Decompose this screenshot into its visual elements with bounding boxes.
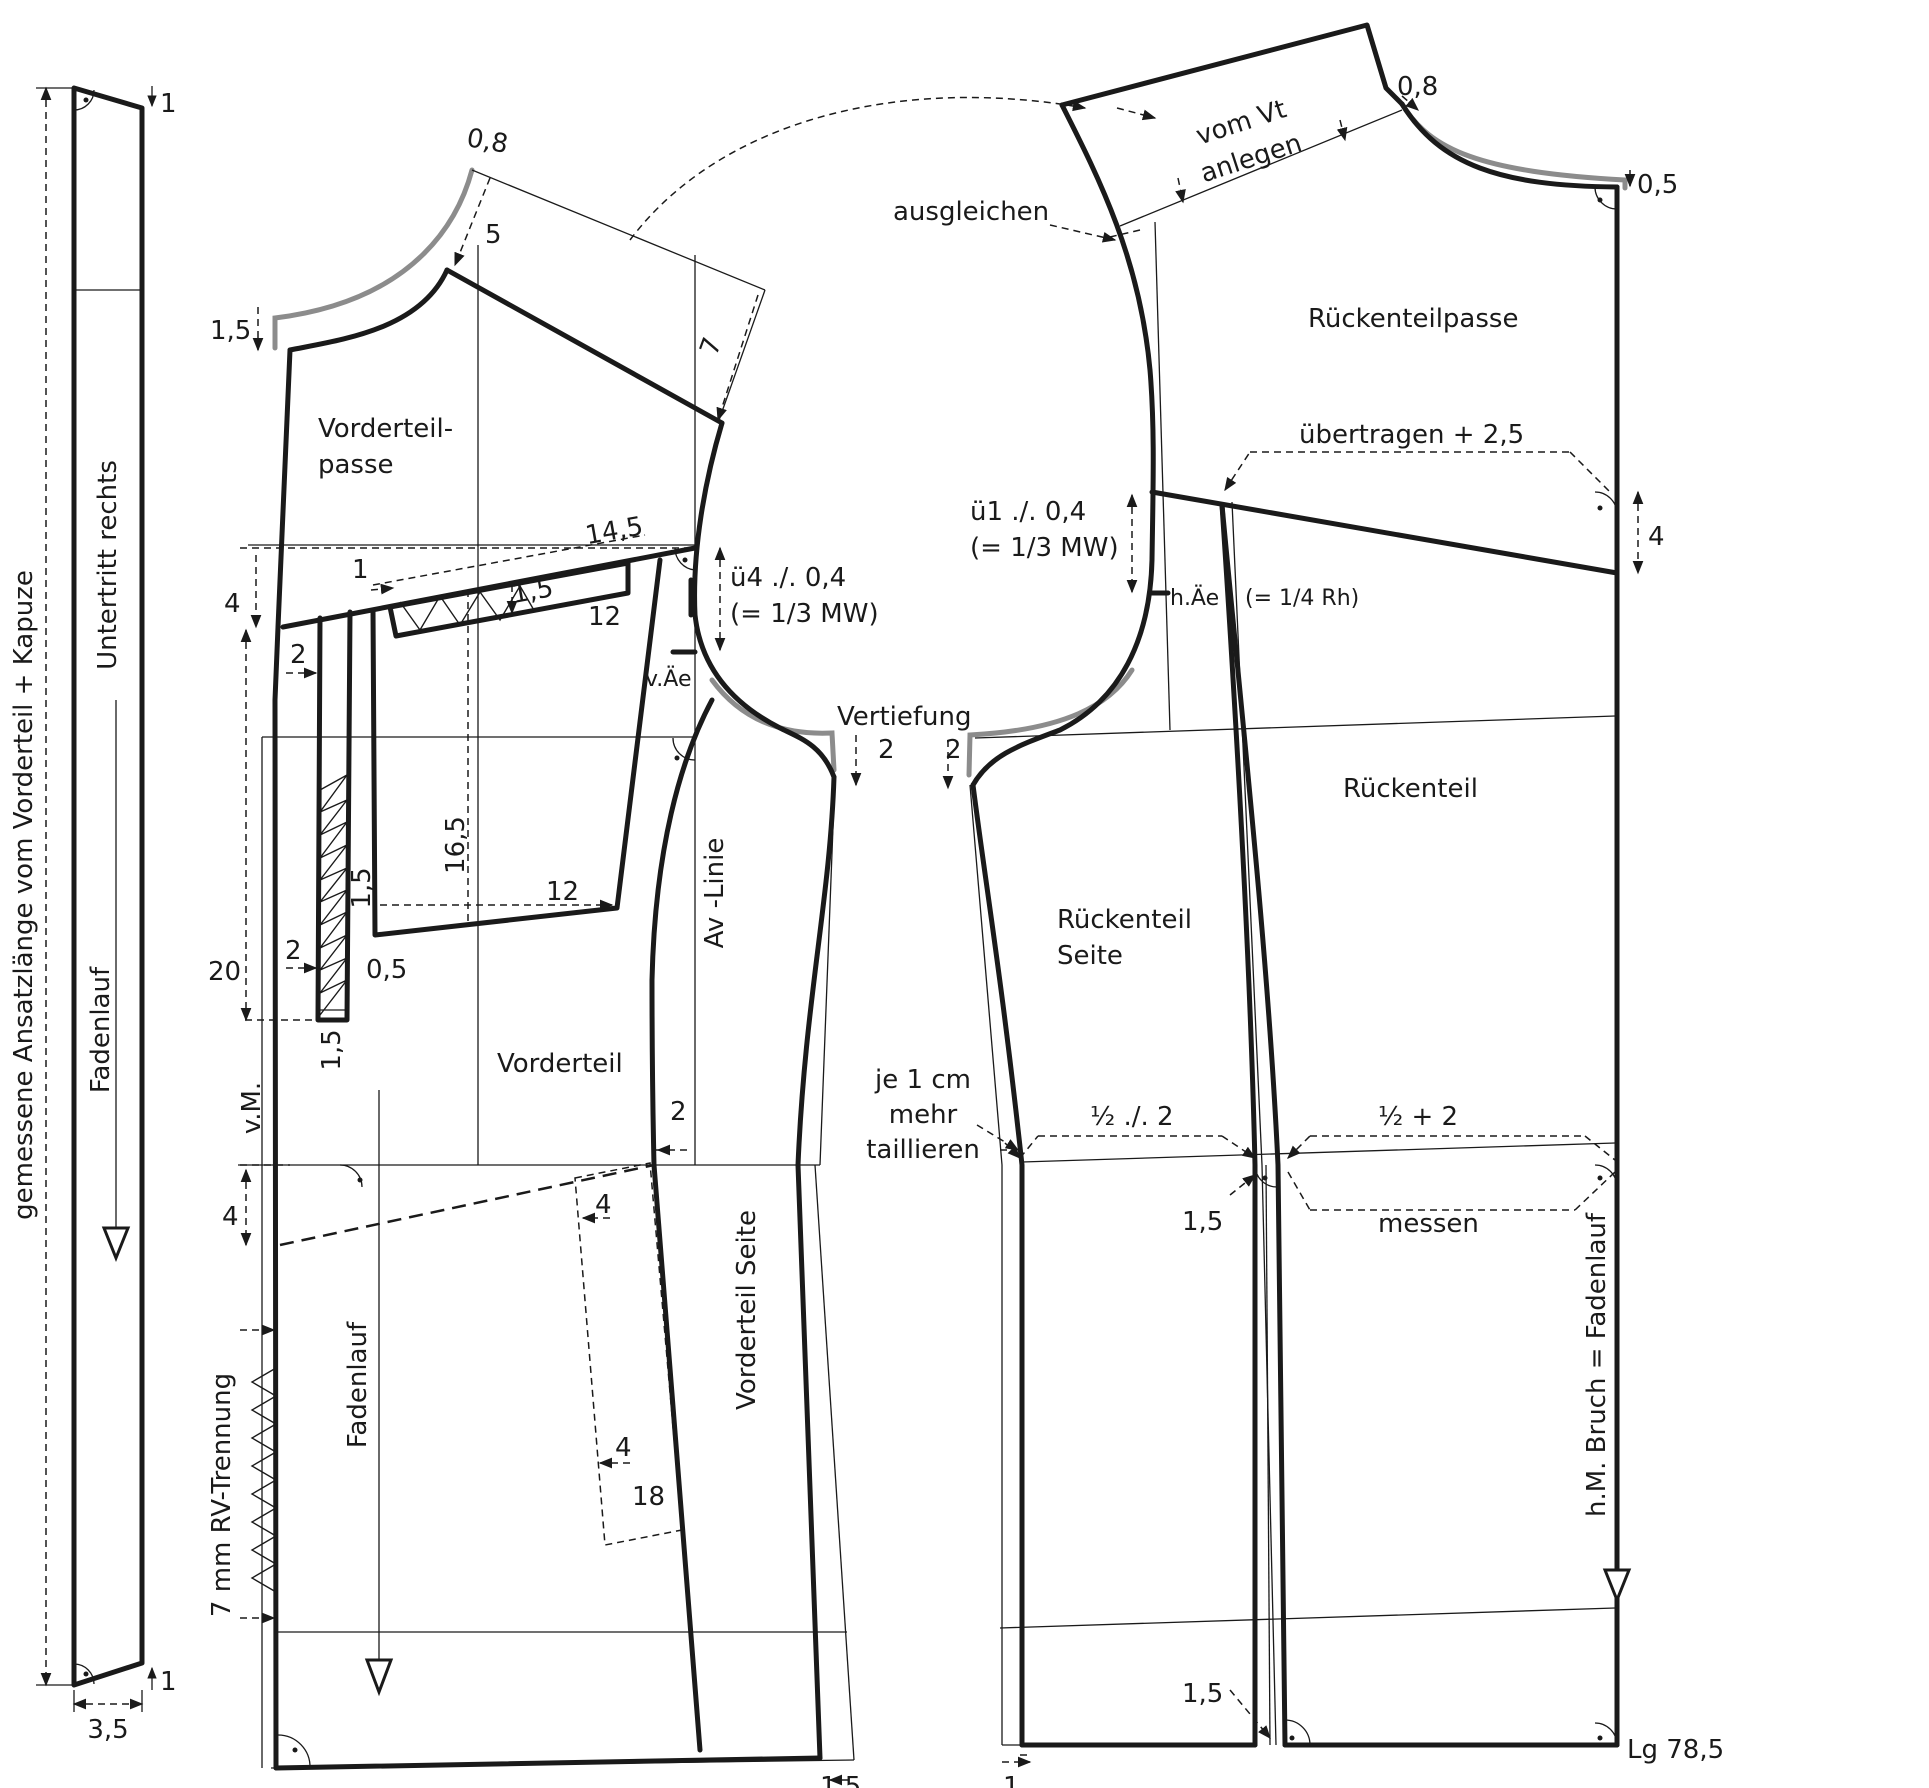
back-shoulder-dim: 0,8 [1397, 72, 1438, 102]
front-pocket-bag [370, 557, 663, 938]
rueckenteil-seite-label-2: Seite [1057, 941, 1123, 971]
pocket-welt-length-dim: 12 [588, 602, 621, 632]
back-side-seam [970, 782, 1025, 1748]
front-armhole-note-2: (= 1/3 MW) [730, 599, 879, 629]
pocket-welt-dim: 1,5 [510, 573, 556, 610]
front-pocket-length-dim: 18 [632, 1482, 665, 1512]
front-side-seam [795, 774, 837, 1761]
front-yoke-shoulder [444, 267, 725, 426]
back-hem-dim: 1 [1003, 1772, 1020, 1788]
waist-note-line2: mehr [889, 1100, 958, 1130]
back-dart-dim: 1,5 [1182, 1207, 1223, 1237]
front-neck-dim: 5 [485, 220, 502, 250]
waist-note-line3: taillieren [866, 1135, 980, 1165]
placket-top-dim: 2 [290, 640, 307, 670]
back-panel-seam-right [1219, 502, 1288, 1748]
untertritt-width-dim: 3,5 [87, 1715, 128, 1745]
front-armhole [692, 420, 837, 780]
back-armhole-ref: (= 1/4 Rh) [1245, 586, 1359, 611]
back-neck-dim: 0,5 [1637, 170, 1678, 200]
front-piece [238, 167, 1032, 1786]
front-center-label: v.M. [237, 1082, 267, 1134]
vorderteilpasse-label-2: passe [318, 450, 394, 480]
vorderteil-label: Vorderteil [497, 1049, 623, 1079]
rueckenteil-label: Rückenteil [1343, 774, 1478, 804]
back-armhole-note-2: (= 1/3 MW) [970, 533, 1119, 563]
rueckenteil-seite-label-1: Rückenteil [1057, 905, 1192, 935]
back-panel-seam-left [1219, 502, 1258, 1748]
front-grain-label: Fadenlauf [343, 1321, 373, 1448]
vertiefung-label: Vertiefung [837, 702, 971, 732]
front-pocket-top-dim: 4 [595, 1190, 612, 1220]
half-minus-2-label: ½ ./. 2 [1090, 1102, 1174, 1132]
zipper-label: 7 mm RV-Trennung [207, 1373, 237, 1617]
pocket-side-dim: 1,5 [347, 867, 377, 908]
front-shoulder-ext-dim: 7 [695, 334, 729, 360]
back-yoke-seam [1149, 489, 1620, 576]
back-fold-label: h.M. Bruch = Fadenlauf [1582, 1212, 1612, 1517]
front-original-neckline [272, 167, 475, 351]
back-piece [942, 22, 1644, 1748]
back-original-armhole [966, 667, 1135, 778]
yoke-depth-dim: 4 [224, 589, 241, 619]
front-shoulder-dim: 0,8 [464, 123, 510, 160]
front-armhole-mark: v.Äe [645, 666, 692, 692]
messen-label: messen [1378, 1209, 1479, 1239]
pocket-offset-dim: 1 [352, 555, 369, 585]
back-armhole [970, 102, 1156, 788]
untertritt-grain-label: Fadenlauf [86, 966, 116, 1093]
front-hip-line [279, 1163, 655, 1247]
front-grain-arrow-icon [364, 1658, 394, 1697]
untertritt-outline [71, 85, 145, 1688]
waist-note-line1: je 1 cm [874, 1065, 971, 1095]
front-panel-seam [649, 697, 715, 1753]
placket-bottom-dim: 2 [285, 936, 302, 966]
untertritt-top-dim: 1 [160, 89, 177, 119]
front-center-edge [272, 347, 293, 1771]
front-armhole-note-1: ü4 ./. 0,4 [730, 563, 846, 593]
yoke-transfer-arc [629, 96, 1087, 241]
front-side-pocket [574, 1162, 683, 1546]
front-neckline [287, 267, 450, 353]
front-pocket-welt [387, 560, 631, 639]
back-grain-arrow-icon [1602, 1568, 1632, 1605]
vorderteilpasse-label-1: Vorderteil- [318, 414, 453, 444]
untertritt-piece: Untertritt rechts Fadenlauf gemessene An… [9, 85, 177, 1745]
front-waist-dim: 2 [670, 1097, 687, 1127]
back-hem-dart-dim: 1,5 [1182, 1679, 1223, 1709]
grain-arrow-icon [101, 1226, 131, 1263]
untertritt-label: Untertritt rechts [93, 460, 123, 670]
back-armhole-note-1: ü1 ./. 0,4 [970, 497, 1086, 527]
back-neckline [1399, 101, 1620, 190]
front-placket [315, 609, 353, 1023]
rueckenteilpasse-label: Rückenteilpasse [1308, 304, 1518, 334]
vertiefung-value: 2 [878, 735, 895, 765]
av-line-label: Av -Linie [700, 838, 730, 949]
pocket-depth-dim: 16,5 [441, 816, 471, 874]
uebertragen-label: übertragen + 2,5 [1299, 420, 1524, 450]
front-hem [273, 1755, 823, 1771]
front-hem-dim: 1,5 [820, 1772, 861, 1788]
front-hip-dim: 4 [222, 1202, 239, 1232]
pocket-bottom-dim: 12 [546, 877, 579, 907]
pocket-offset-bottom-dim: 0,5 [366, 955, 407, 985]
back-yoke-top [1059, 22, 1405, 108]
vertiefung-back-value: 2 [945, 735, 962, 765]
front-neck-drop-dim: 1,5 [210, 316, 251, 346]
placket-length-dim: 20 [208, 957, 241, 987]
ausgleichen-label: ausgleichen [893, 197, 1049, 227]
half-plus-2-label: ½ + 2 [1378, 1102, 1458, 1132]
back-armhole-mark: h.Äe [1170, 585, 1219, 611]
placket-width-dim: 1,5 [317, 1029, 347, 1070]
untertritt-length-label: gemessene Ansatzlänge vom Vorderteil + K… [9, 570, 39, 1220]
back-length-label: Lg 78,5 [1627, 1735, 1724, 1765]
front-pocket-bottom-dim: 4 [615, 1433, 632, 1463]
back-yoke-depth-dim: 4 [1648, 522, 1665, 552]
vorderteil-seite-label: Vorderteil Seite [732, 1210, 762, 1410]
untertritt-bottom-dim: 1 [160, 1667, 177, 1697]
